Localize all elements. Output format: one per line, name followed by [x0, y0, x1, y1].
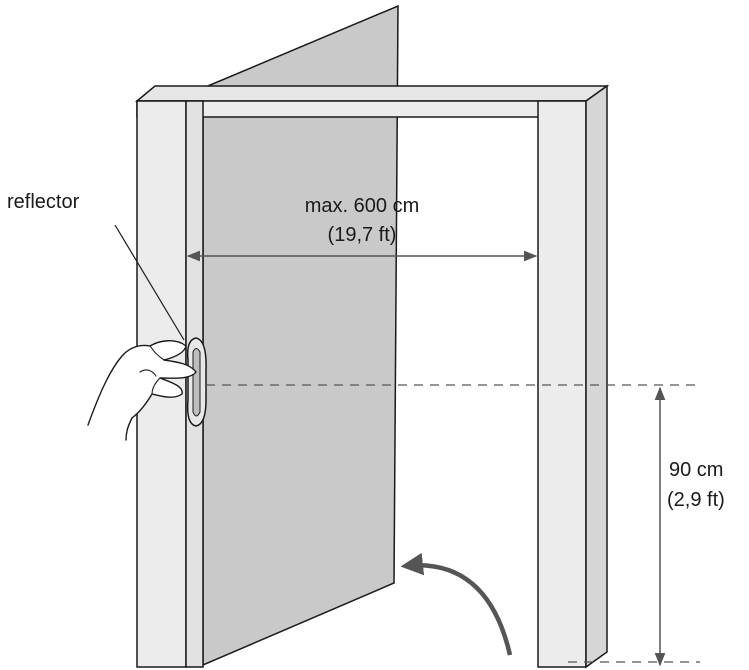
beam-front	[136, 100, 587, 118]
reflector-label: reflector	[7, 191, 80, 213]
width-label-line1: max. 600 cm	[305, 195, 419, 217]
reflector-leader	[114, 224, 185, 341]
reflector-inner	[192, 348, 201, 417]
hand	[87, 340, 197, 441]
swing-arrow	[400, 552, 513, 656]
height-label-line1: 90 cm	[669, 459, 723, 481]
hand-knuckle-lines	[139, 345, 165, 395]
right-post	[537, 100, 587, 668]
width-label-line2: (19,7 ft)	[328, 224, 397, 246]
right-post-side	[585, 84, 608, 669]
height-label-line2: (2,9 ft)	[667, 489, 725, 511]
beam-top	[134, 85, 610, 102]
